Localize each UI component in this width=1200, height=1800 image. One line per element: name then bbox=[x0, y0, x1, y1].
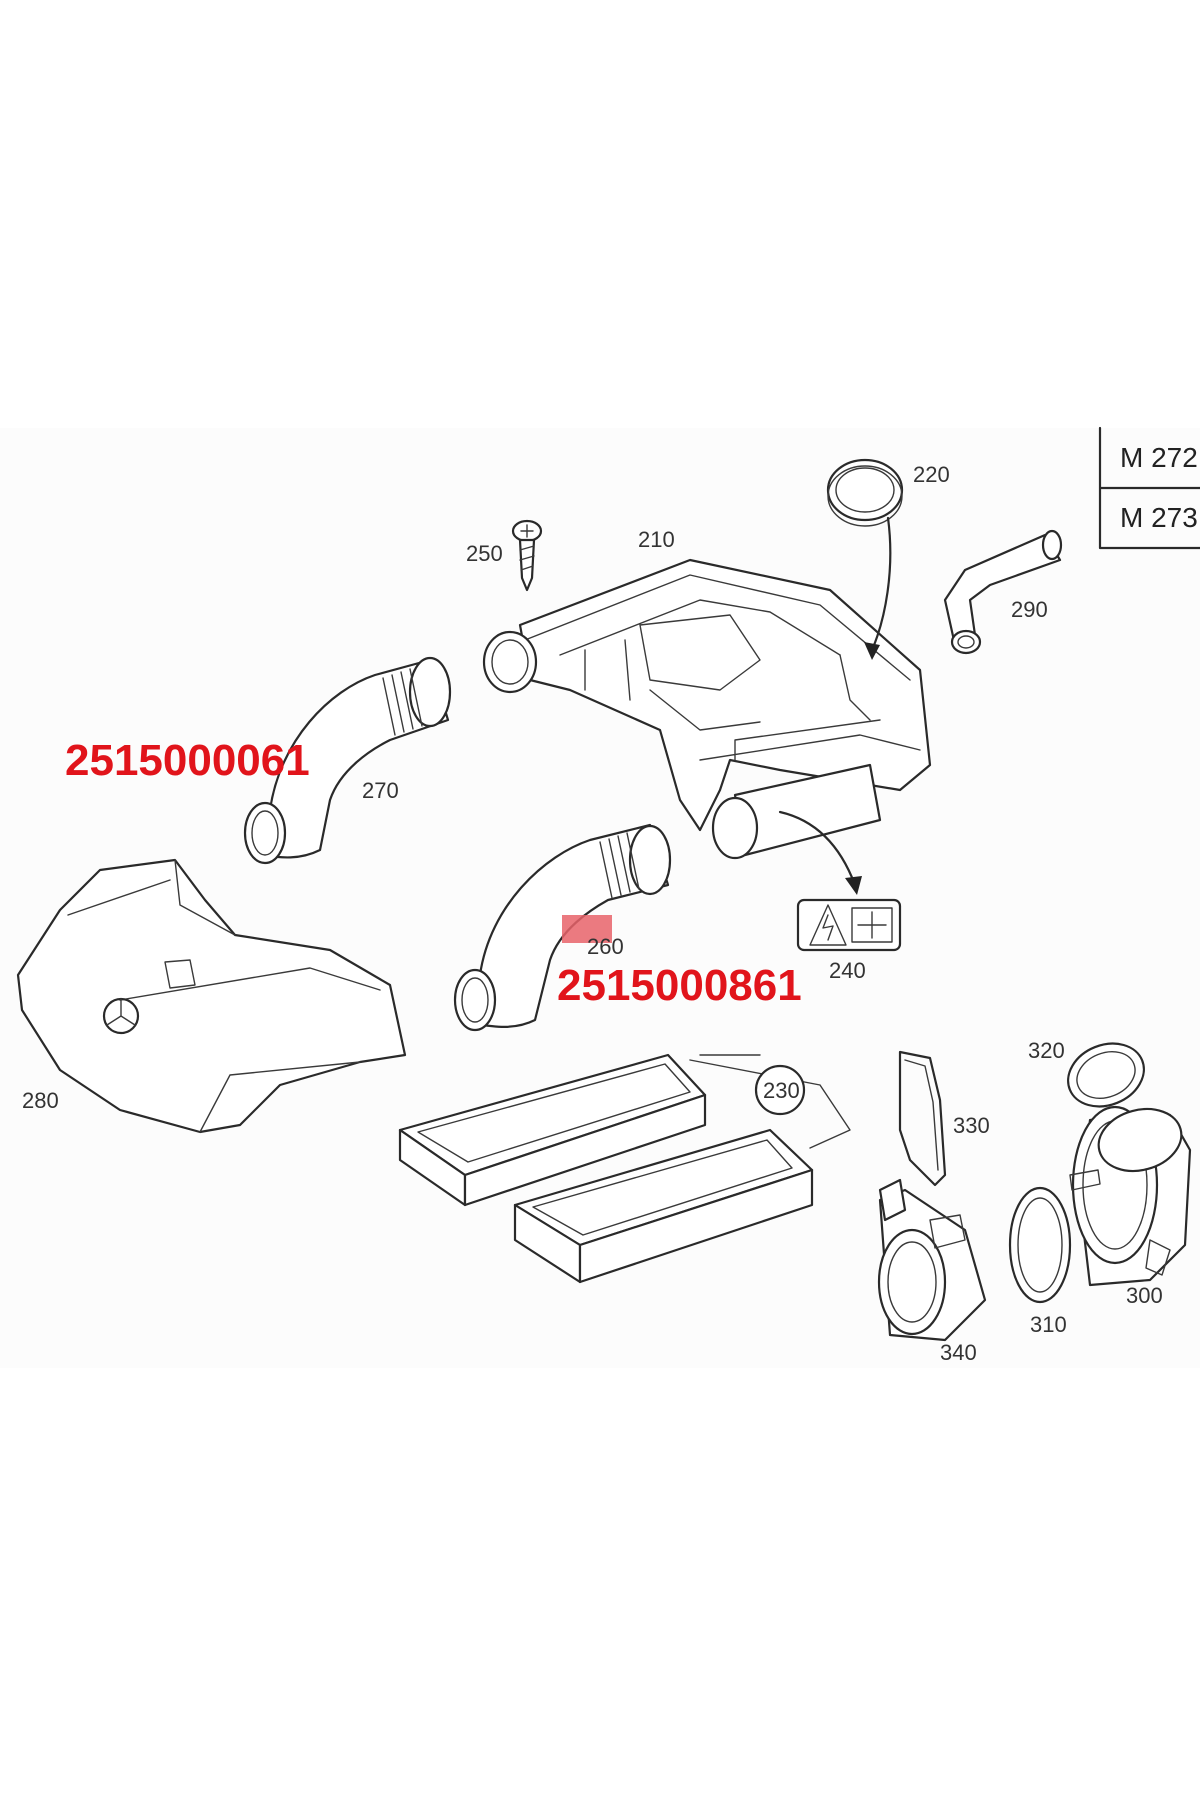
maf-sensor-340 bbox=[877, 1178, 987, 1342]
callout-250: 250 bbox=[466, 541, 503, 566]
ring-320 bbox=[1067, 1042, 1145, 1108]
air-filter-housing bbox=[482, 558, 932, 860]
callout-220: 220 bbox=[913, 462, 950, 487]
callout-260: 260 bbox=[587, 934, 624, 959]
callout-330: 330 bbox=[953, 1113, 990, 1138]
part-number-lower: 2515000861 bbox=[557, 961, 802, 1010]
callout-300: 300 bbox=[1126, 1283, 1163, 1308]
callout-310: 310 bbox=[1030, 1312, 1067, 1337]
hose-290 bbox=[943, 529, 1063, 655]
electric-warning-icon bbox=[822, 914, 834, 941]
gasket-330 bbox=[898, 1050, 947, 1187]
callout-210: 210 bbox=[638, 527, 675, 552]
air-duct-270 bbox=[243, 656, 452, 865]
callout-230: 230 bbox=[763, 1078, 800, 1103]
engine-cover bbox=[16, 858, 407, 1134]
intake-connector-300 bbox=[1069, 1105, 1192, 1287]
variant-m273: M 273 bbox=[1120, 502, 1198, 533]
warning-label-240 bbox=[778, 810, 902, 952]
o-ring-310 bbox=[1008, 1186, 1072, 1304]
part-number-upper: 2515000061 bbox=[65, 736, 310, 785]
mercedes-star-icon bbox=[102, 997, 140, 1035]
air-filter-elements-230 bbox=[398, 1053, 851, 1284]
manual-wrench-icon bbox=[851, 907, 893, 943]
screw-250 bbox=[511, 519, 543, 592]
variant-m272: M 272 bbox=[1120, 442, 1198, 473]
callout-280: 280 bbox=[22, 1088, 59, 1113]
callout-labels: 210 220 230 240 250 260 270 280 290 300 … bbox=[22, 462, 1163, 1365]
highlight-marker bbox=[562, 915, 612, 943]
callout-290: 290 bbox=[1011, 597, 1048, 622]
callout-270: 270 bbox=[362, 778, 399, 803]
callout-340: 340 bbox=[940, 1340, 977, 1365]
callout-240: 240 bbox=[829, 958, 866, 983]
variants-table: M 272 M 273 bbox=[1098, 426, 1200, 550]
callout-320: 320 bbox=[1028, 1038, 1065, 1063]
seal-ring-220 bbox=[826, 458, 904, 660]
